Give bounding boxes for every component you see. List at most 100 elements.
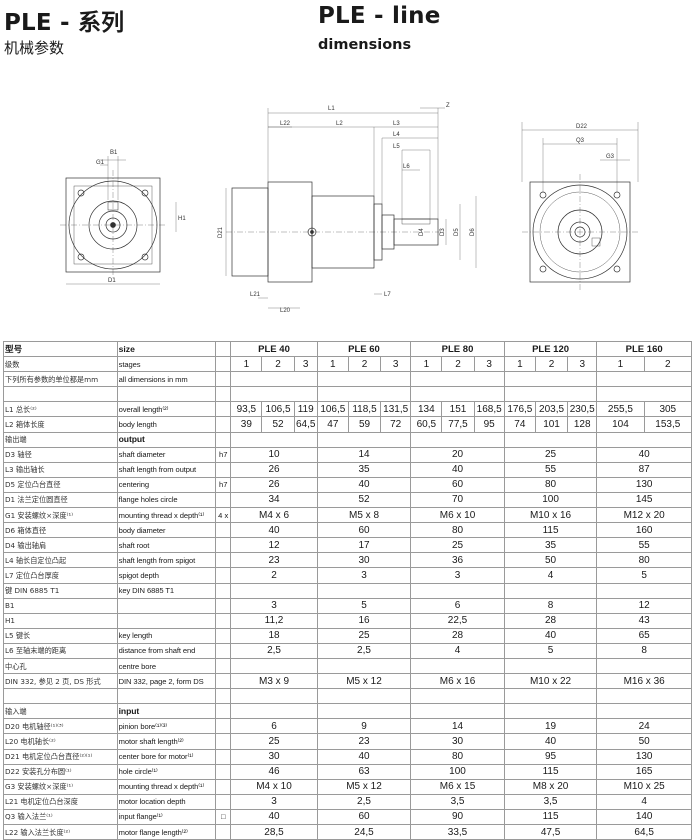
value-cell: 130 <box>596 476 692 493</box>
row-label-cn: G1 安装螺纹×深度⁽¹⁾ <box>3 507 118 524</box>
table-row: D21 电机定位凸台直径⁽²⁾⁽¹⁾center bore for motor⁽… <box>3 748 692 765</box>
row-label-en: center bore for motor⁽¹⁾ <box>116 748 217 765</box>
value-cell: 176,5 <box>503 401 536 418</box>
value-cell: M8 x 20 <box>503 778 598 795</box>
row-label-cn: L22 输入法兰长度⁽²⁾ <box>3 823 118 840</box>
value-cell <box>596 431 692 448</box>
value-cell: 4 <box>503 567 598 584</box>
row-label-en: input flange⁽¹⁾ <box>116 808 217 826</box>
value-cell: 46 <box>230 763 318 780</box>
row-label-en: centering <box>116 476 217 493</box>
value-cell: 80 <box>503 476 598 493</box>
value-cell <box>316 657 412 675</box>
value-cell: 2 <box>261 356 295 373</box>
row-label-en <box>116 386 217 403</box>
value-cell: M4 x 6 <box>230 507 318 524</box>
value-cell: 55 <box>596 537 692 554</box>
row-label-cn: 中心孔 <box>3 657 118 675</box>
row-label-en: motor flange length⁽²⁾ <box>116 823 217 840</box>
value-cell <box>503 688 598 705</box>
value-cell: 26 <box>230 476 318 493</box>
label-d1: D1 <box>108 278 116 284</box>
value-cell: 40 <box>316 476 412 493</box>
row-label-cn: D6 箱体直径 <box>3 522 118 539</box>
unit-cell <box>215 793 232 810</box>
value-cell: 35 <box>316 461 412 478</box>
product-header: PLE 40 <box>230 340 318 358</box>
value-cell: 2 <box>347 356 382 373</box>
value-cell: 50 <box>596 733 692 750</box>
unit-cell: h7 <box>215 476 232 493</box>
value-cell: 2,5 <box>230 642 318 659</box>
value-cell: 255,5 <box>596 401 645 418</box>
value-cell: 5 <box>596 567 692 584</box>
value-cell: 65 <box>596 627 692 644</box>
value-cell <box>503 703 598 720</box>
table-row <box>3 688 692 705</box>
value-cell: 90 <box>410 808 505 826</box>
value-cell: 20 <box>410 446 505 463</box>
label-l4: L4 <box>393 132 400 138</box>
row-label-en: input <box>116 703 217 720</box>
value-cell: 12 <box>596 597 692 614</box>
value-cell: 40 <box>316 748 412 765</box>
row-label-cn: D4 输出轴肩 <box>3 537 118 554</box>
row-label-en: shaft length from spigot <box>116 552 217 569</box>
label-q3: Q3 <box>576 138 585 144</box>
value-cell: 52 <box>316 491 412 509</box>
value-cell <box>503 371 598 388</box>
value-cell: M5 x 8 <box>316 507 412 524</box>
value-cell: M10 x 16 <box>503 507 598 524</box>
value-cell: M4 x 10 <box>230 778 318 795</box>
unit-cell <box>215 582 232 599</box>
value-cell: 9 <box>316 718 412 735</box>
value-cell: 5 <box>316 597 412 614</box>
label-d6: D6 <box>470 228 476 236</box>
value-cell: 64,5 <box>596 823 692 840</box>
row-label-en: distance from shaft end <box>116 642 217 659</box>
value-cell: M6 x 16 <box>410 673 505 690</box>
unit-cell <box>215 673 232 690</box>
value-cell: M16 x 36 <box>596 673 692 690</box>
value-cell: 203,5 <box>534 401 569 418</box>
label-d4: D4 <box>419 228 425 236</box>
page-header: PLE - 系列 机械参数 PLE - line dimensions <box>0 0 696 60</box>
value-cell <box>410 431 505 448</box>
row-label-cn: L5 键长 <box>3 627 118 644</box>
unit-cell <box>215 612 232 629</box>
row-label-en: all dimensions in mm <box>116 371 217 388</box>
value-cell <box>230 431 318 448</box>
value-cell <box>316 703 412 720</box>
value-cell: M6 x 15 <box>410 778 505 795</box>
value-cell: 134 <box>410 401 443 418</box>
value-cell <box>596 386 692 403</box>
label-g3: G3 <box>606 154 615 160</box>
row-label-cn: 输入端 <box>3 703 118 720</box>
table-row: G1 安装螺纹×深度⁽¹⁾mounting thread x depth⁽¹⁾4… <box>3 507 692 524</box>
value-cell: M10 x 22 <box>503 673 598 690</box>
label-l7: L7 <box>384 292 391 298</box>
row-label-en: output <box>116 431 217 448</box>
unit-cell <box>215 537 232 554</box>
value-cell: 2,5 <box>316 793 412 810</box>
value-cell <box>410 582 505 599</box>
table-row: G3 安装螺纹×深度⁽¹⁾mounting thread x depth⁽¹⁾M… <box>3 778 692 795</box>
value-cell: 23 <box>316 733 412 750</box>
value-cell <box>316 582 412 599</box>
label-z: Z <box>446 103 450 109</box>
product-header: PLE 160 <box>596 340 692 358</box>
row-label-en: stages <box>116 356 217 373</box>
value-cell: 47 <box>316 416 349 433</box>
label-b1: B1 <box>110 150 118 156</box>
value-cell <box>410 371 505 388</box>
value-cell: 3,5 <box>503 793 598 810</box>
label-l21: L21 <box>250 292 261 298</box>
unit-cell <box>215 627 232 644</box>
